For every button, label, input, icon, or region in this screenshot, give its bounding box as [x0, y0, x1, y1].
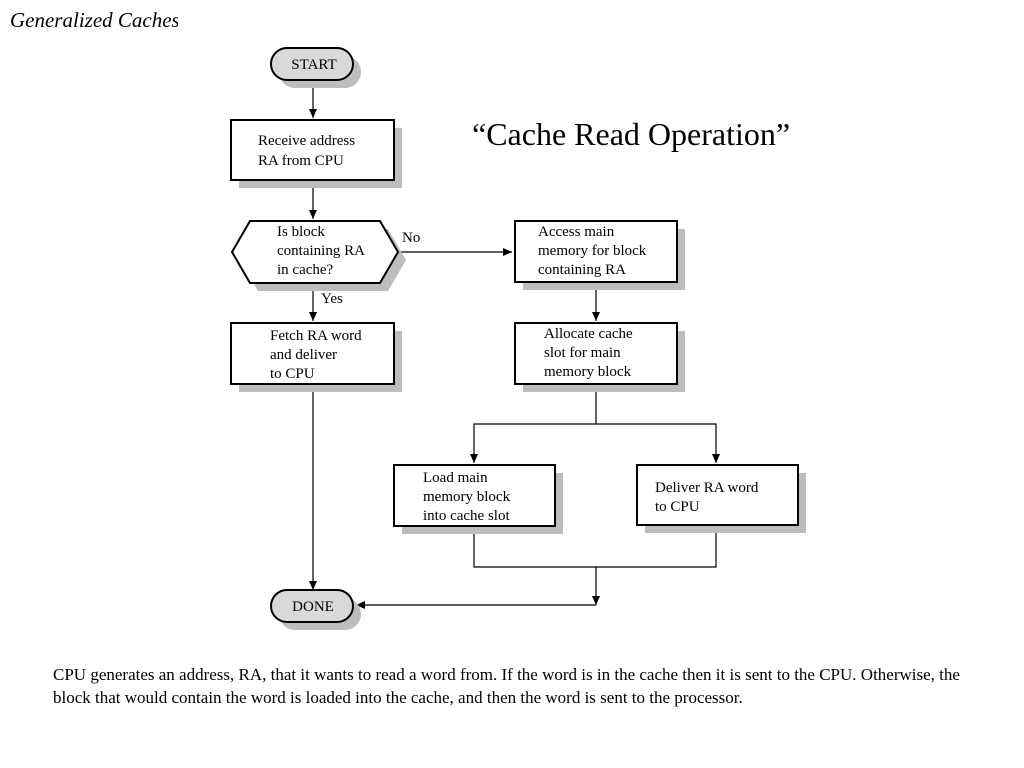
start-terminal: START	[270, 47, 361, 88]
receive-line-1: Receive address	[258, 133, 355, 149]
load-line-3: into cache slot	[423, 508, 510, 524]
done-label: DONE	[292, 599, 334, 615]
caption: CPU generates an address, RA, that it wa…	[53, 665, 960, 707]
load-line-2: memory block	[423, 489, 511, 505]
deliver-line-1: Deliver RA word	[655, 480, 759, 496]
done-terminal: DONE	[270, 589, 361, 630]
decision-line-1: Is block	[277, 224, 325, 240]
deliver-line-2: to CPU	[655, 499, 700, 515]
diagram-title: “Cache Read Operation”	[472, 116, 791, 152]
decision-hexagon: Is block containing RA in cache?	[230, 220, 406, 291]
access-line-1: Access main	[538, 224, 615, 240]
yes-label: Yes	[321, 291, 343, 307]
fetch-box: Fetch RA word and deliver to CPU	[230, 322, 402, 392]
allocate-line-1: Allocate cache	[544, 326, 633, 342]
slide-header: Generalized Caches	[10, 8, 182, 38]
access-box: Access main memory for block containing …	[514, 220, 685, 290]
fetch-line-3: to CPU	[270, 366, 315, 382]
start-label: START	[291, 57, 336, 73]
no-label: No	[402, 230, 420, 246]
load-line-1: Load main	[423, 470, 488, 486]
merge-line	[473, 527, 717, 568]
allocate-line-2: slot for main	[544, 345, 621, 361]
decision-line-3: in cache?	[277, 262, 334, 278]
allocate-box: Allocate cache slot for main memory bloc…	[514, 322, 685, 392]
allocate-line-3: memory block	[544, 364, 632, 380]
arrow-allocate-to-deliver	[596, 423, 720, 463]
arrow-allocate-to-load	[470, 385, 597, 463]
decision-line-2: containing RA	[277, 243, 365, 259]
receive-line-2: RA from CPU	[258, 153, 344, 169]
access-line-3: containing RA	[538, 262, 626, 278]
access-line-2: memory for block	[538, 243, 647, 259]
load-box: Load main memory block into cache slot	[393, 464, 563, 534]
receive-box: Receive address RA from CPU	[230, 119, 402, 188]
fetch-line-2: and deliver	[270, 347, 337, 363]
deliver-box: Deliver RA word to CPU	[636, 464, 806, 533]
fetch-line-1: Fetch RA word	[270, 328, 362, 344]
connectors	[309, 80, 720, 609]
